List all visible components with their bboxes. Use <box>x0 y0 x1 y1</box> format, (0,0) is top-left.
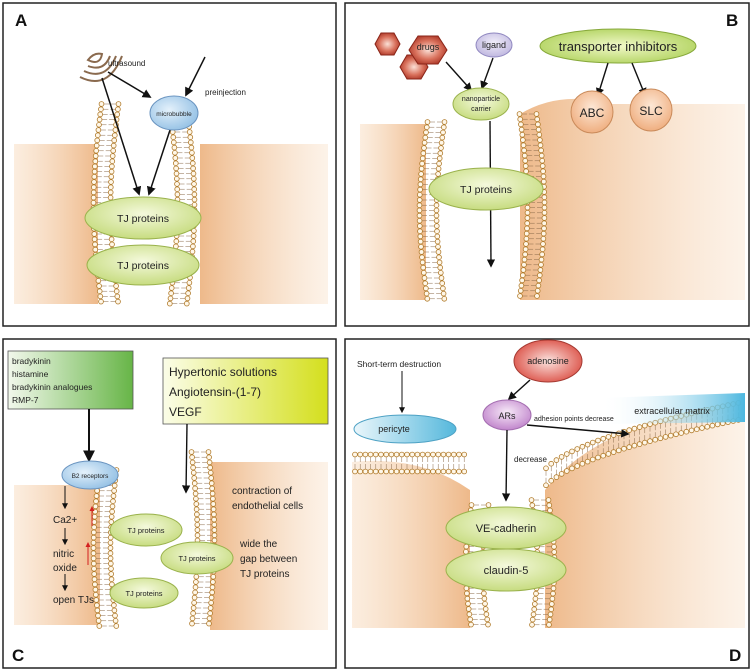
panel-c-tj-protein-3 <box>109 577 179 609</box>
panel-a-letter: A <box>15 11 27 30</box>
panel-a-tj-label-1: TJ proteins <box>117 213 169 225</box>
panel-b-tj-protein <box>428 167 544 211</box>
inhibitor-to-slc-arrow <box>631 62 647 97</box>
adenosine-label: adenosine <box>527 356 569 366</box>
microbubble <box>149 95 199 131</box>
panel-b-tj-label: TJ proteins <box>460 184 512 196</box>
bradykinin-box <box>7 350 134 410</box>
panel-c-tj-protein-1 <box>109 513 183 547</box>
yellow-box-line-3: VEGF <box>169 405 202 419</box>
transporter-inhibitors <box>539 28 697 64</box>
panel-d: Short-term destruction pericyte adenosin… <box>344 338 750 669</box>
ultrasound-icon <box>79 52 123 82</box>
ligand <box>475 32 513 58</box>
panel-a-tj-label-2: TJ proteins <box>117 260 169 272</box>
panel-c-tissue-right <box>210 462 328 630</box>
oxide-label: oxide <box>53 563 77 574</box>
panel-c: bradykinin histamine bradykinin analogue… <box>2 338 337 669</box>
short-term-label: Short-term destruction <box>357 359 441 369</box>
wide-label-2: gap between <box>240 554 297 565</box>
carrier-label-1: nanoparticle <box>462 96 500 103</box>
green-box-line-1: bradykinin <box>12 356 51 366</box>
ecm-label: extracellular matrix <box>634 406 710 416</box>
panel-b: drugs ligand nanoparticle carrier transp… <box>344 2 750 327</box>
carrier-label-2: carrier <box>471 106 492 113</box>
yellow-box-line-1: Hypertonic solutions <box>169 365 277 379</box>
hypertonic-box <box>162 357 329 425</box>
panel-c-letter: C <box>12 646 24 665</box>
b2-receptors <box>61 460 119 490</box>
contraction-label-2: endothelial cells <box>232 501 303 512</box>
panel-b-letter: B <box>726 11 738 30</box>
panel-a-tissue-right <box>200 144 328 304</box>
panel-c-tj-label-2: TJ proteins <box>178 554 215 563</box>
pericyte <box>353 414 457 444</box>
drugs-label: drugs <box>417 42 440 52</box>
hypertonic-arrow <box>181 423 191 494</box>
wide-label-3: TJ proteins <box>240 569 289 580</box>
green-box-line-3: bradykinin analogues <box>12 382 92 392</box>
yellow-box-line-2: Angiotensin-(1-7) <box>169 385 261 399</box>
ultrasound-to-tj-arrow <box>101 77 142 196</box>
panel-a-tj-protein-1 <box>84 196 202 240</box>
preinjection-label: preinjection <box>205 88 246 97</box>
extracellular-matrix <box>600 393 745 424</box>
panel-b-membrane-right <box>516 111 548 299</box>
decrease-arrow <box>501 429 511 502</box>
bubble-to-tj-arrow <box>146 129 171 196</box>
drug-hexagon-1 <box>374 32 401 56</box>
drugs-arrow <box>445 61 473 92</box>
panel-d-letter: D <box>729 646 741 665</box>
microbubble-label: microbubble <box>156 111 192 118</box>
claudin-5 <box>445 548 567 592</box>
ligand-arrow <box>480 57 494 90</box>
preinjection-arrow <box>185 56 206 97</box>
ultrasound-label: ultrasound <box>108 59 145 68</box>
pericyte-label: pericyte <box>378 424 410 434</box>
green-box-line-2: histamine <box>12 369 49 379</box>
panel-c-tj-label-1: TJ proteins <box>127 526 164 535</box>
inhibitor-to-abc-arrow <box>595 62 609 97</box>
nitric-label: nitric <box>53 549 74 560</box>
ca-label: Ca2+ <box>53 515 77 526</box>
ars-label: ARs <box>498 411 516 421</box>
slc-label: SLC <box>639 104 663 118</box>
green-box-line-4: RMP-7 <box>12 395 39 405</box>
claudin-label: claudin-5 <box>484 565 529 577</box>
contraction-label-1: contraction of <box>232 486 292 497</box>
drug-hexagon-3 <box>408 35 448 65</box>
abc-label: ABC <box>580 106 605 120</box>
transporter-label: transporter inhibitors <box>559 39 678 54</box>
decrease-label: decrease <box>514 455 547 464</box>
panel-a-tj-protein-2 <box>86 244 200 286</box>
panel-b-membrane-left <box>416 119 448 302</box>
panel-c-tj-protein-2 <box>160 541 234 575</box>
slc-transporter <box>629 88 673 132</box>
wide-label-1: wide the <box>239 539 278 550</box>
panel-c-tissue-left <box>14 485 100 625</box>
panel-a: ultrasound preinjection microbubble TJ p… <box>2 2 337 327</box>
abc-transporter <box>570 90 614 134</box>
panel-d-tissue-left <box>352 460 470 628</box>
adhesion-label: adhesion points decrease <box>534 416 614 423</box>
adenosine <box>513 339 583 383</box>
open-tjs-label: open TJs <box>53 595 94 606</box>
adenosine-arrow <box>507 379 531 401</box>
panel-c-tj-label-3: TJ proteins <box>125 589 162 598</box>
nanoparticle-carrier <box>452 87 510 121</box>
ultrasound-to-bubble-arrow <box>107 71 152 98</box>
panel-a-tissue-left <box>14 144 98 304</box>
b2-label: B2 receptors <box>72 473 110 480</box>
panel-b-tissue-right <box>520 98 745 300</box>
panel-b-tissue-left <box>360 124 426 300</box>
adhesion-arrow <box>526 424 630 438</box>
ve-label: VE-cadherin <box>476 523 537 535</box>
ligand-label: ligand <box>482 40 506 50</box>
